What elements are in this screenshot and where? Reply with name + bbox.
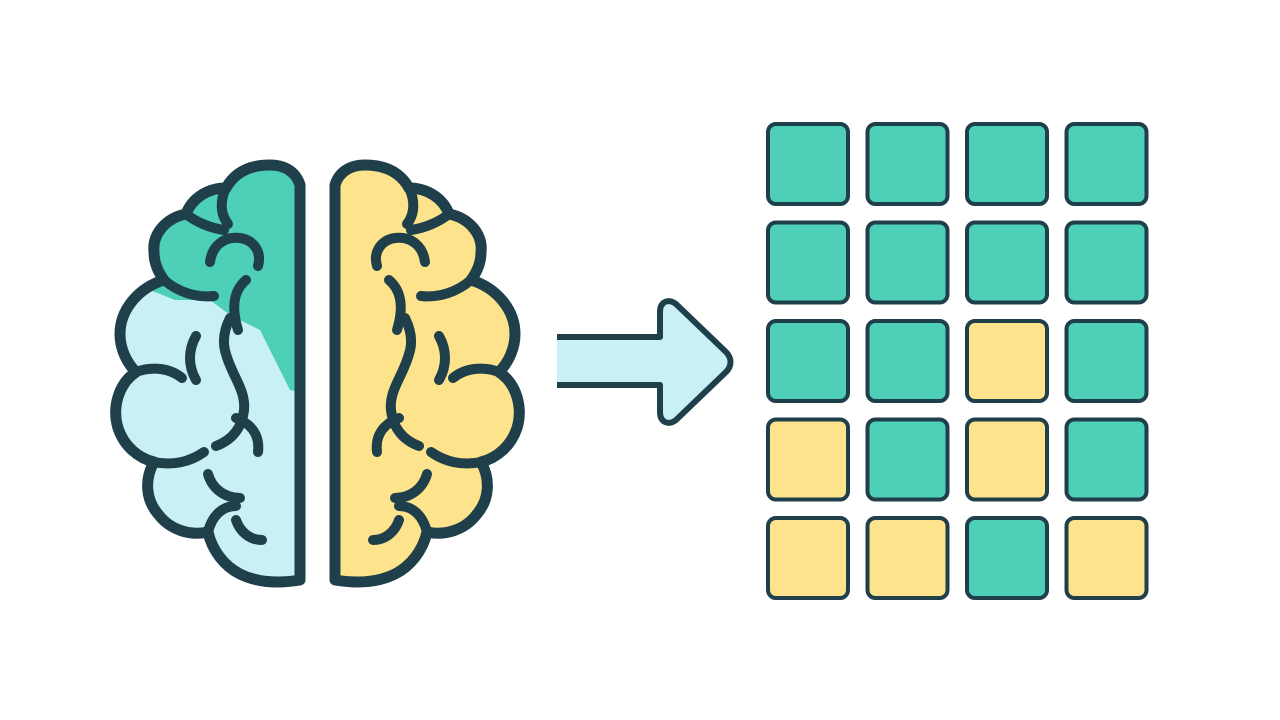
grid-cell-yellow [766,516,850,600]
right-hemisphere [329,159,525,588]
grid-cell-yellow [965,319,1049,403]
grid-cell-teal [965,516,1049,600]
grid-cell-teal [865,319,950,403]
grid-cell-teal [766,122,850,206]
grid-cell-yellow [766,417,850,502]
grid-cell-yellow [965,417,1049,502]
grid-cell-teal [766,220,850,305]
grid-cell-teal [1064,319,1149,403]
grid-cell-teal [865,220,950,305]
grid-cell-teal [865,122,950,206]
grid-cell-yellow [1064,516,1149,600]
grid-cell-teal [965,220,1049,305]
grid-cell-teal [865,417,950,502]
grid-cell-teal [1064,122,1149,206]
brain-icon [110,159,525,588]
grid-cell-teal [1064,417,1149,502]
grid-cell-teal [766,319,850,403]
left-folds [131,183,267,545]
grid-cell-yellow [865,516,950,600]
left-hemisphere [110,159,306,588]
grid-cell-teal [1064,220,1149,305]
tile-grid [766,122,1149,600]
right-folds [368,183,504,545]
arrow-right-icon [557,298,734,426]
grid-cell-teal [965,122,1049,206]
